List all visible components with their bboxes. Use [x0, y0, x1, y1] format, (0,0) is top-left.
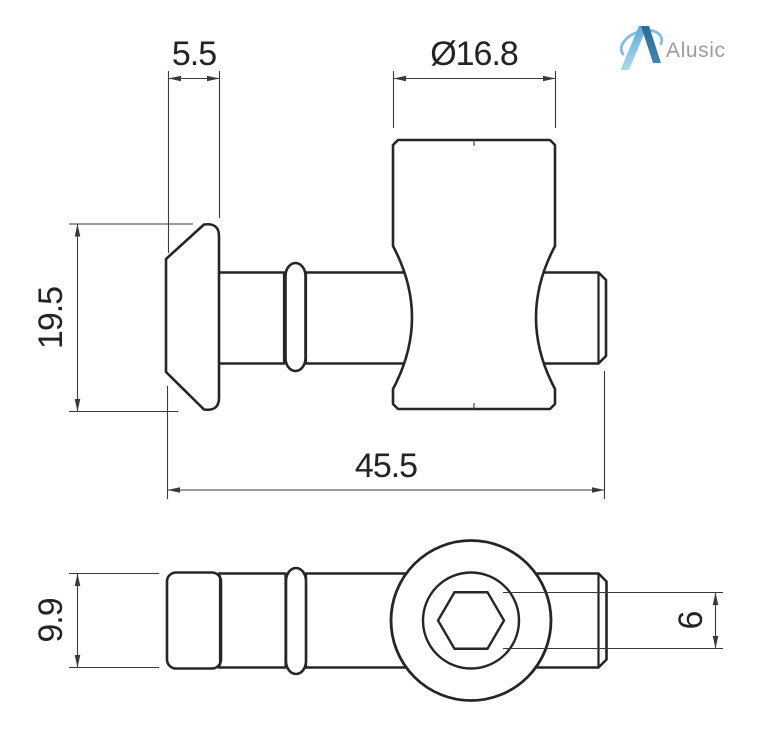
ext-lines-45-5	[166, 371, 606, 499]
logo-a-right-leg-icon	[641, 26, 661, 63]
dim-label-45-5: 45.5	[355, 447, 417, 485]
dimension-hex-socket: 6	[503, 591, 723, 650]
dimension-head-thickness: 5.5	[167, 35, 221, 253]
knob-body-outline	[391, 138, 557, 411]
ext-lines-6	[503, 591, 723, 650]
arrow-right	[592, 487, 605, 493]
arrow-left	[167, 487, 180, 493]
arrow-right	[207, 75, 220, 82]
hex-socket	[436, 591, 506, 650]
arrow-left	[168, 75, 181, 82]
arrow-right	[543, 75, 556, 82]
dimension-knob-diameter: Ø16.8	[392, 35, 557, 128]
shaft-bottom-lines-2	[304, 572, 412, 669]
ext-lines-5-5	[167, 71, 221, 253]
dim-label-6: 6	[672, 611, 710, 629]
dimension-shaft-diameter: 9.9	[32, 572, 159, 669]
dimension-overall-length: 45.5	[166, 371, 606, 499]
arrow-down	[712, 636, 719, 649]
shaft-mid-lines	[304, 271, 412, 365]
arrow-left	[393, 75, 406, 82]
alusic-logo: Alusic	[619, 26, 726, 70]
dimensions: 5.5 Ø16.8 19.5 45.5	[32, 35, 723, 669]
dimension-head-height: 19.5	[32, 223, 193, 413]
arrow-up	[74, 573, 81, 586]
dim-label-5-5: 5.5	[172, 35, 216, 73]
ext-lines-9-9	[69, 572, 159, 669]
arrow-up	[712, 592, 719, 605]
logo-a-left-leg-icon	[620, 26, 648, 70]
arrow-down	[74, 399, 81, 412]
shaft-bottom-lines-1	[217, 572, 287, 669]
oring-side	[284, 261, 307, 373]
t-head-side-outline	[164, 222, 221, 412]
stub-bottom-outline	[528, 572, 608, 669]
oring-bottom	[284, 566, 308, 676]
ext-lines-19-5	[69, 223, 193, 413]
arrow-up	[74, 224, 81, 237]
knob-outer-circle	[389, 539, 553, 702]
stub-side-outline	[533, 271, 608, 365]
side-view	[164, 138, 608, 412]
dim-label-9-9: 9.9	[32, 598, 70, 642]
dim-label-16-8: Ø16.8	[430, 35, 518, 73]
shaft-upper-lines	[217, 271, 286, 365]
ext-lines-16-8	[392, 71, 557, 128]
bottom-view	[165, 539, 608, 702]
t-head-bottom-outline	[165, 571, 223, 670]
arrow-down	[74, 655, 81, 668]
logo-brand-text: Alusic	[666, 39, 726, 62]
knob-inner-circle	[421, 571, 521, 670]
dim-label-19-5: 19.5	[32, 287, 70, 349]
